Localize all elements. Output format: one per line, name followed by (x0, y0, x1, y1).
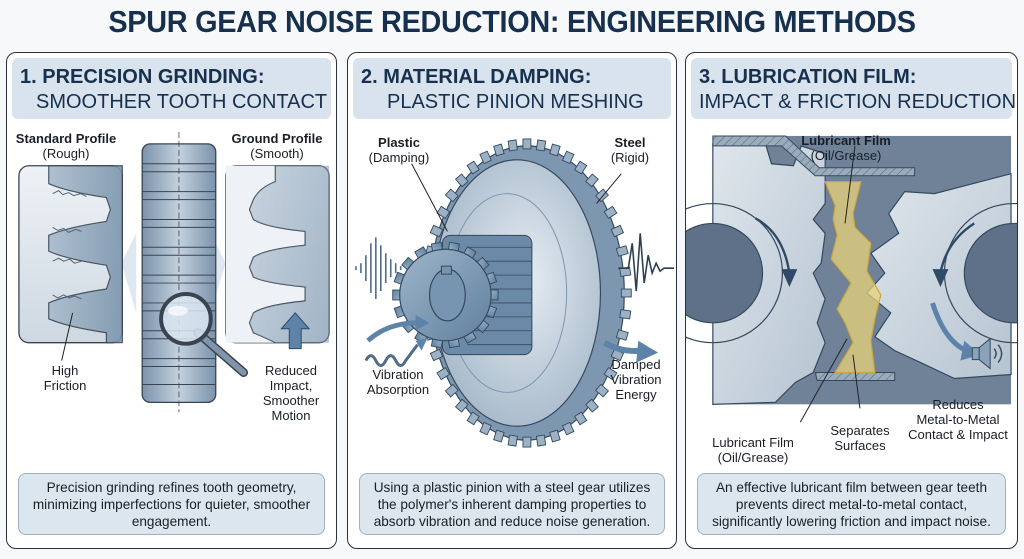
gear-tooth (444, 383, 459, 398)
material-damping-illustration (355, 138, 675, 448)
panel-header: 2. MATERIAL DAMPING: PLASTIC PINION MESH… (353, 58, 671, 119)
gear-tooth (585, 173, 599, 188)
sound-wave-icon (355, 237, 402, 299)
panel-title-line1: 2. MATERIAL DAMPING: (361, 66, 592, 88)
panel-precision-grinding: 1. PRECISION GRINDING: SMOOTHER TOOTH CO… (6, 52, 337, 549)
panel-title-line2: SMOOTHER TOOTH CONTACT (36, 91, 328, 113)
panel-caption: Precision grinding refines tooth geometr… (18, 473, 325, 535)
gear-tooth (603, 366, 618, 381)
gear-tooth (479, 150, 492, 165)
gear-tooth (561, 150, 575, 165)
gear-tooth (610, 224, 625, 238)
label-lubricant-film-top: Lubricant Film(Oil/Grease) (801, 133, 891, 163)
magnifier-icon (159, 292, 249, 377)
gear-tooth (429, 348, 444, 362)
gear-tooth (573, 411, 588, 426)
gear-tooth (535, 434, 547, 447)
gear-tooth (493, 143, 505, 157)
gear-tooth (620, 288, 632, 298)
panel-header: 3. LUBRICATION FILM: IMPACT & FRICTION R… (691, 58, 1017, 119)
up-arrow-icon (280, 312, 311, 350)
page-title: SPUR GEAR NOISE REDUCTION: ENGINEERING M… (108, 4, 916, 39)
panel-title-line1: 1. PRECISION GRINDING: (20, 66, 265, 88)
label-plastic: Plastic(Damping) (368, 135, 430, 165)
gear-tooth (454, 398, 469, 413)
panel-caption: An effective lubricant film between gear… (697, 473, 1006, 535)
gear-tooth (493, 429, 505, 443)
gear-tooth (436, 205, 451, 220)
gear-tooth (436, 366, 451, 381)
label-ground-profile: Ground Profile(Smooth) (231, 131, 323, 161)
gear-tooth (573, 160, 588, 175)
gear-tooth (507, 139, 518, 152)
gear-tooth (615, 329, 629, 341)
panel-title-line2: IMPACT & FRICTION REDUCTION (699, 91, 1017, 113)
gear-tooth (479, 421, 492, 436)
gear-tooth (466, 160, 480, 175)
vibration-wave-icon (618, 233, 675, 292)
label-lubricant-film-bottom: Lubricant Film(Oil/Grease) (712, 435, 794, 465)
gear-tooth (549, 143, 561, 157)
panel-title-line1: 3. LUBRICATION FILM: (699, 66, 917, 88)
zoom-connector (121, 233, 137, 313)
label-steel: Steel(Rigid) (610, 135, 650, 165)
gear-tooth (603, 205, 618, 220)
gear-tooth (522, 436, 532, 448)
lubrication-film-illustration (686, 135, 1017, 423)
gear-tooth (466, 411, 480, 426)
gear-tooth (444, 188, 459, 203)
gear-rim-side-view-icon (141, 131, 217, 413)
gear-tooth (595, 383, 610, 398)
plastic-pinion-icon (392, 234, 533, 356)
curved-arrow-icon (364, 314, 659, 368)
panel-lubrication-film: 3. LUBRICATION FILM: IMPACT & FRICTION R… (685, 52, 1018, 549)
gear-tooth (535, 139, 547, 152)
gear-tooth (454, 173, 469, 188)
gear-tooth (615, 245, 629, 257)
gear-tooth (585, 398, 599, 413)
gear-tooth (507, 434, 518, 447)
smooth-tooth-profile-icon (225, 165, 330, 344)
label-standard-profile: Standard Profile(Rough) (15, 131, 117, 161)
gear-tooth (561, 421, 575, 436)
speaker-icon (971, 337, 1003, 370)
gear-tooth (429, 224, 444, 238)
rough-tooth-profile-icon (18, 165, 123, 361)
panel-header: 1. PRECISION GRINDING: SMOOTHER TOOTH CO… (12, 58, 331, 119)
panel-caption: Using a plastic pinion with a steel gear… (359, 473, 665, 535)
gear-tooth (619, 309, 632, 320)
gear-tooth (522, 138, 532, 150)
gear-tooth (549, 429, 561, 443)
precision-grinding-illustration (18, 131, 330, 413)
panel-title-line2: PLASTIC PINION MESHING (387, 91, 644, 113)
gear-housing (712, 135, 916, 177)
panel-material-damping: 2. MATERIAL DAMPING: PLASTIC PINION MESH… (347, 52, 677, 549)
